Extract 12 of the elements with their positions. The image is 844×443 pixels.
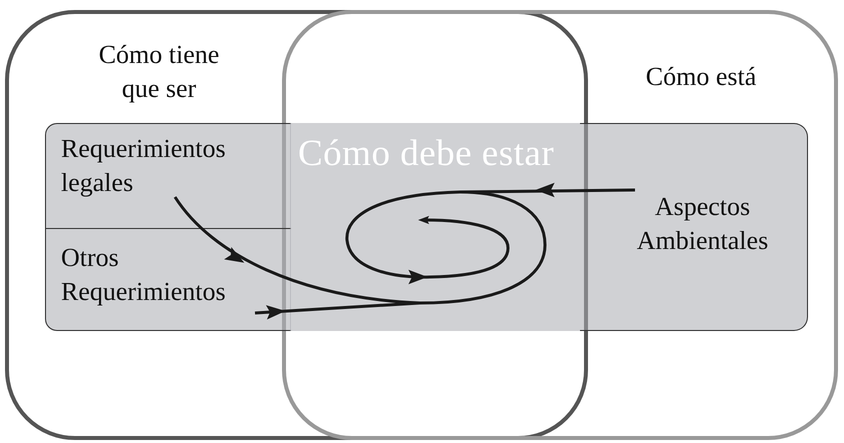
overlap-region (290, 123, 580, 331)
band-label: Aspectos Ambientales (636, 191, 770, 257)
requirement-band (45, 228, 291, 331)
region-title: Cómo tiene que ser (98, 39, 220, 105)
spiral-line (420, 190, 546, 304)
band-label: Otros Requerimientos (61, 242, 227, 308)
rounded-region (5, 10, 588, 440)
requirement-band (580, 123, 808, 331)
region-title: Cómo está (644, 61, 758, 93)
band-label: Requerimientos legales (61, 133, 227, 199)
rounded-region (282, 10, 838, 440)
requirement-band (45, 123, 291, 229)
